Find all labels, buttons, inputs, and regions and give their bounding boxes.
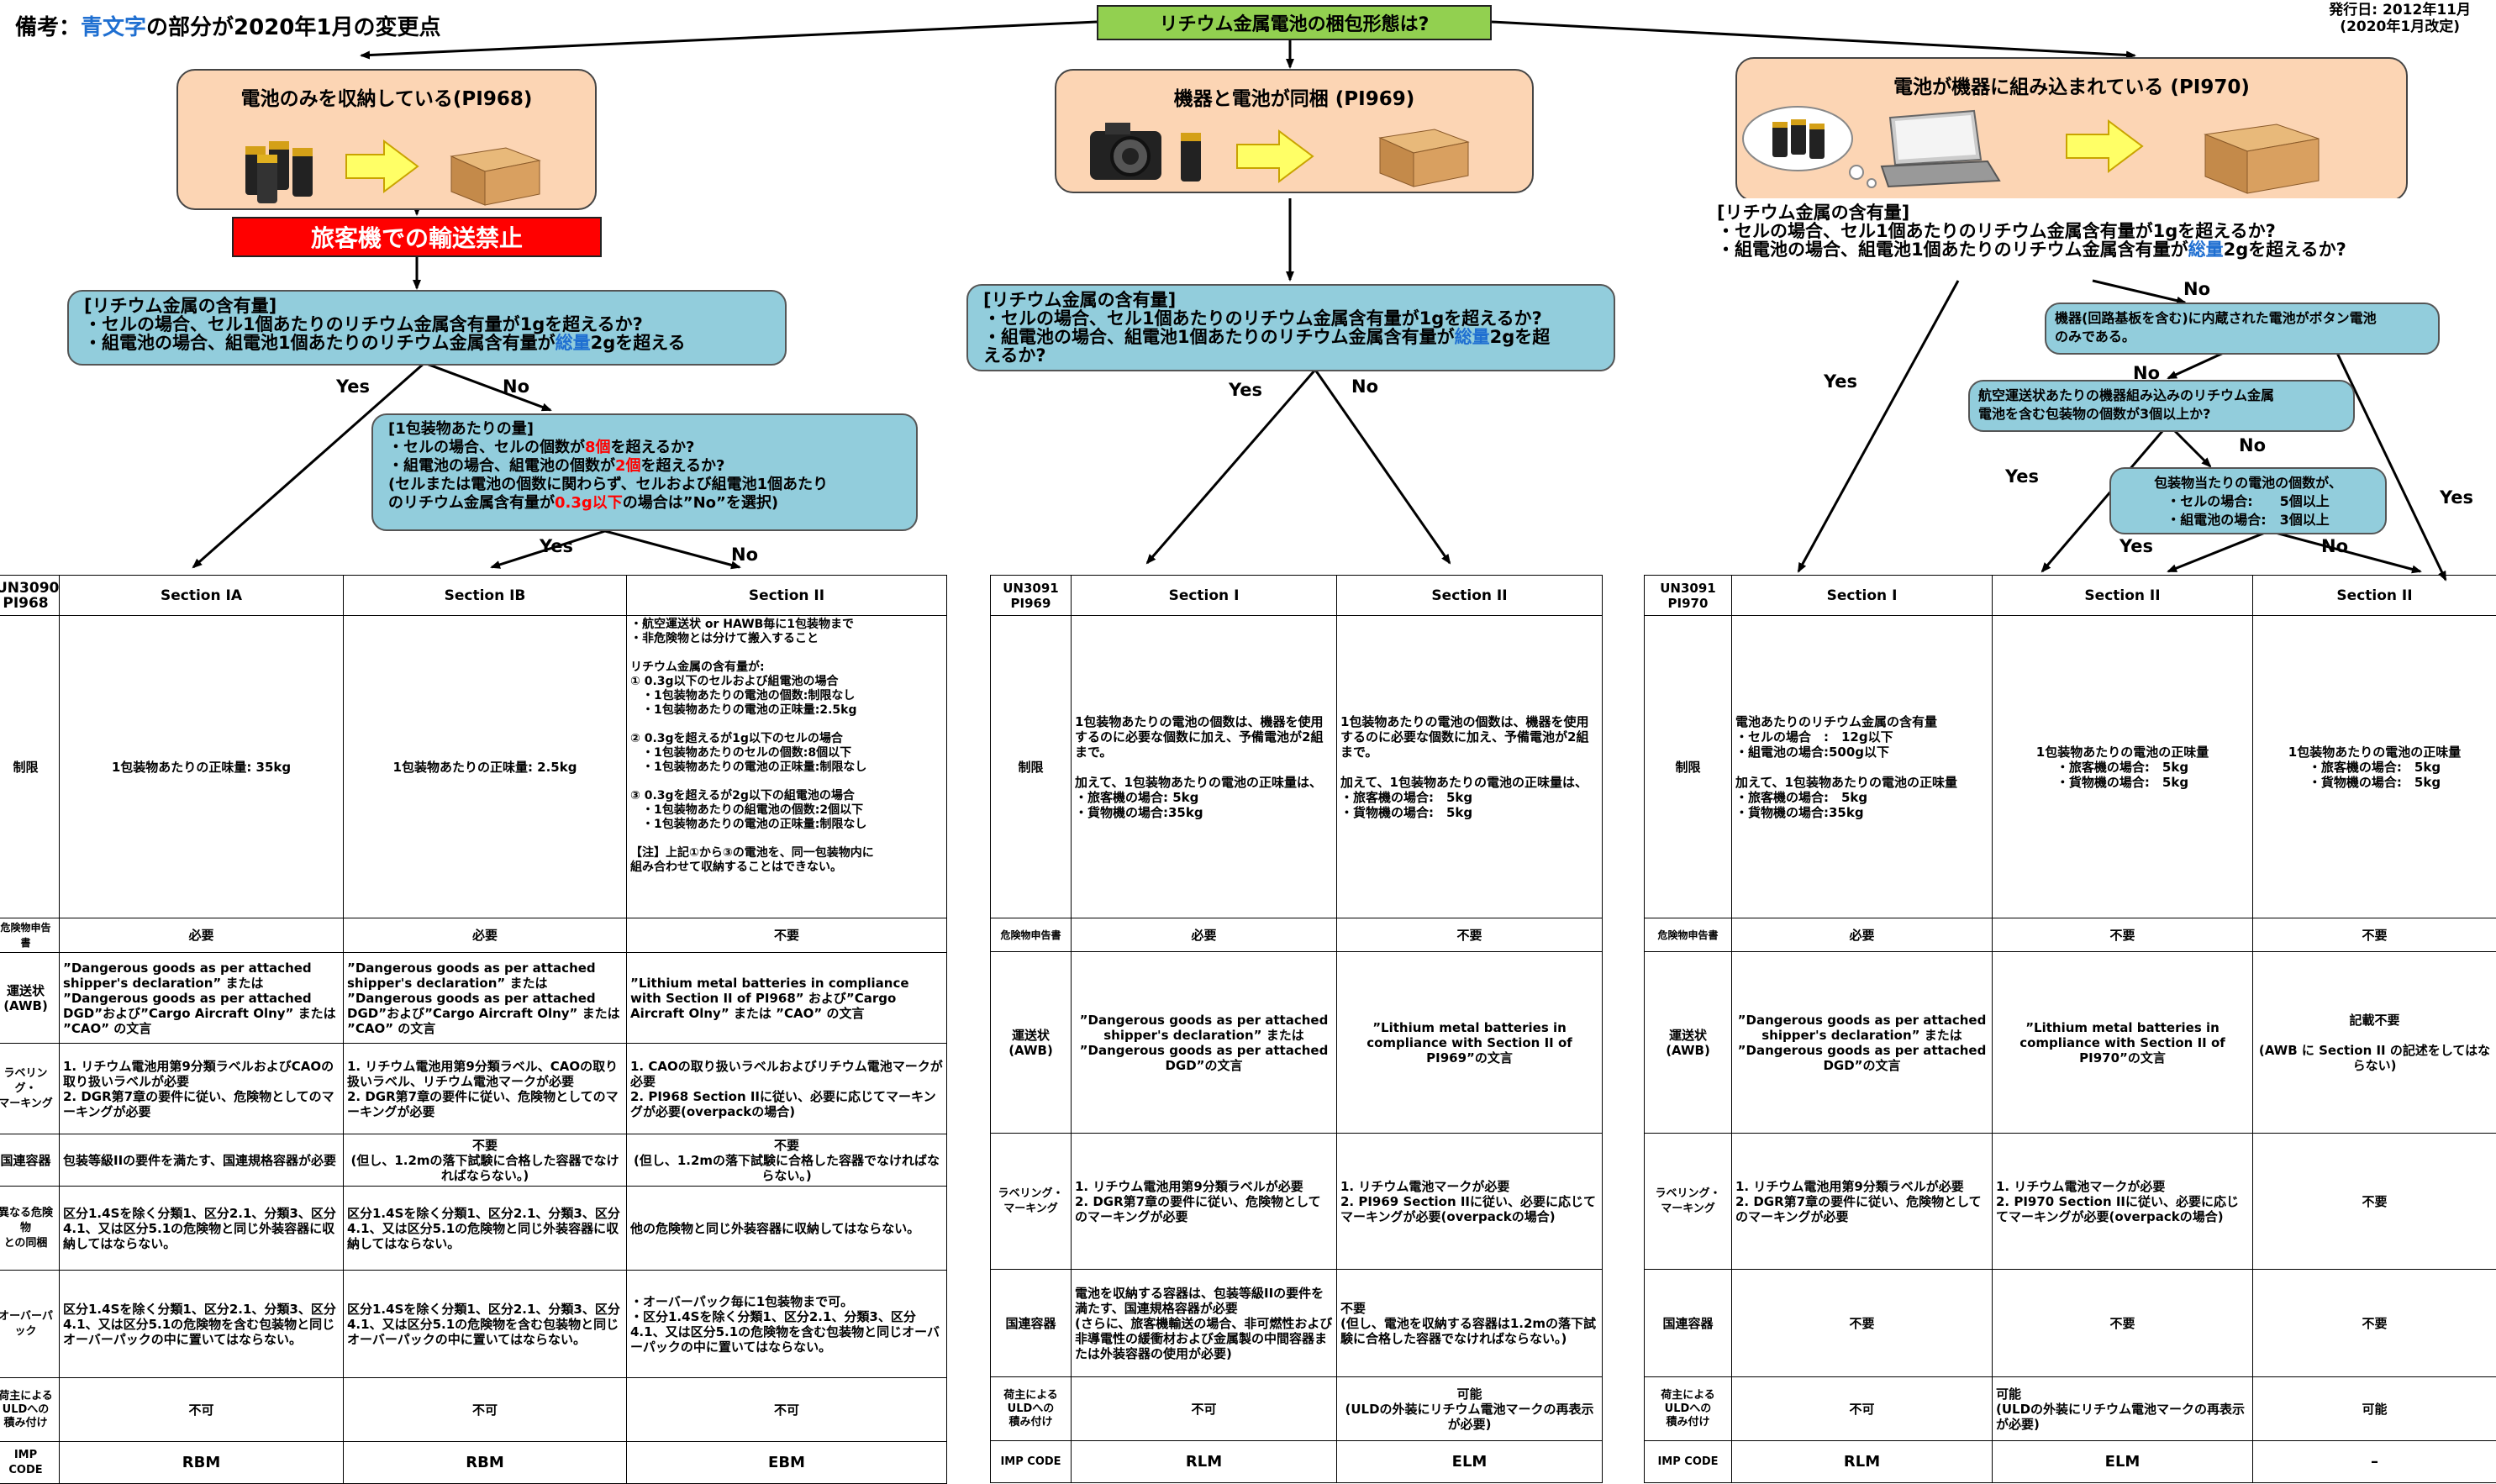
no-label: No — [2183, 279, 2210, 299]
table-header: Section II — [2253, 576, 2496, 616]
question-pi968-package-quantity: [1包装物あたりの量] ・セルの場合、セルの個数が8個を超えるか? ・組電池の場… — [371, 413, 918, 531]
table-row: 運送状 (AWB) ”Dangerous goods as per attach… — [991, 952, 1603, 1134]
table-row: 危険物申告書 必要 不要 不要 — [1645, 918, 2496, 952]
category-illustration — [1090, 113, 1510, 192]
yes-label: Yes — [336, 376, 370, 397]
yes-label: Yes — [1824, 371, 1857, 392]
yes-label: Yes — [2005, 466, 2039, 487]
yes-label: Yes — [2119, 536, 2153, 556]
table-row: 危険物申告書 必要 不要 — [991, 918, 1603, 952]
thought-bubble-batteries-icon — [1743, 107, 1876, 187]
no-label: No — [2239, 435, 2266, 455]
category-pi968: 電池のみを収納している(PI968) — [176, 69, 597, 210]
table-header: Section II — [1337, 576, 1603, 616]
category-illustration — [1739, 101, 2403, 200]
category-pi970: 電池が機器に組み込まれている (PI970) — [1735, 57, 2408, 202]
table-header: UN3090 PI968 — [0, 576, 60, 616]
table-row: 運送状 (AWB) ”Dangerous goods as per attach… — [1645, 952, 2496, 1134]
table-header: Section II — [627, 576, 947, 616]
cardboard-box-icon — [1380, 129, 1468, 187]
table-header: Section II — [1993, 576, 2253, 616]
cardboard-box-icon — [2205, 124, 2319, 193]
battery-cells-icon — [245, 141, 313, 203]
no-label: No — [503, 376, 529, 397]
table-row: ラベリング・ マーキング 1. リチウム電池用第9分類ラベルおよびCAOの取り扱… — [0, 1044, 947, 1134]
question-pi970-lithium-content: [リチウム金属の含有量] ・セルの場合、セル1個あたりのリチウム金属含有量が1g… — [1702, 198, 2450, 279]
table-row: IMP CODE RBM RBM EBM — [0, 1442, 947, 1484]
question-pi969-lithium-content: [リチウム金属の含有量] ・セルの場合、セル1個あたりのリチウム金属含有量が1g… — [966, 284, 1615, 371]
table-row: オーバーパック 区分1.4Sを除く分類1、区分2.1、分類3、区分4.1、又は区… — [0, 1271, 947, 1378]
table-row: 異なる危険物 との同梱 区分1.4Sを除く分類1、区分2.1、分類3、区分4.1… — [0, 1187, 947, 1271]
table-pi969: UN3091 PI969 Section I Section II 制限 1包装… — [990, 575, 1603, 1483]
table-row: 荷主による ULDへの 積み付け 不可 不可 不可 — [0, 1378, 947, 1442]
cardboard-box-icon — [451, 148, 540, 205]
question-pi970-cells-per-package: 包装物当たりの電池の個数が、 ・セルの場合: 5個以上 ・組電池の場合: 3個以… — [2109, 467, 2387, 534]
question-pi970-button-cell: 機器(回路基板を含む)に内蔵された電池がボタン電池 のみである。 — [2045, 303, 2440, 355]
table-row: 国連容器 包装等級IIの要件を満たす、国連規格容器が必要 不要 (但し、1.2m… — [0, 1134, 947, 1187]
category-pi969: 機器と電池が同梱 (PI969) — [1055, 69, 1534, 193]
category-title: 電池のみを収納している(PI968) — [178, 82, 595, 111]
yes-label: Yes — [2440, 487, 2473, 508]
table-header: Section I — [1072, 576, 1337, 616]
table-row: 国連容器 不要 不要 不要 — [1645, 1270, 2496, 1377]
table-row: ラベリング・ マーキング 1. リチウム電池用第9分類ラベルが必要 2. DGR… — [1645, 1134, 2496, 1270]
no-label: No — [1351, 376, 1378, 397]
yes-label: Yes — [1229, 380, 1262, 400]
table-header: UN3091 PI969 — [991, 576, 1072, 616]
passenger-ban-label: 旅客機での輸送禁止 — [232, 217, 602, 257]
top-question: リチウム金属電池の梱包形態は? — [1097, 5, 1492, 40]
category-title: 電池が機器に組み込まれている (PI970) — [1737, 71, 2406, 99]
question-pi970-package-count: 航空運送状あたりの機器組み込みのリチウム金属 電池を含む包装物の個数が3個以上か… — [1968, 380, 2355, 432]
table-row: 制限 1包装物あたりの正味量: 35kg 1包装物あたりの正味量: 2.5kg … — [0, 616, 947, 918]
yes-label: Yes — [540, 536, 573, 556]
question-pi968-lithium-content: [リチウム金属の含有量] ・セルの場合、セル1個あたりのリチウム金属含有量が1g… — [67, 290, 787, 366]
no-label: No — [731, 545, 758, 565]
camera-icon — [1090, 123, 1161, 180]
table-row: IMP CODE RLM ELM — [991, 1441, 1603, 1483]
table-row: 国連容器 電池を収納する容器は、包装等級IIの要件を満たす、国連規格容器が必要 … — [991, 1270, 1603, 1377]
laptop-icon — [1882, 111, 1999, 187]
arrow-right-icon — [2067, 121, 2142, 171]
table-header: UN3091 PI970 — [1645, 576, 1732, 616]
table-row: 制限 電池あたりのリチウム金属の含有量 ・セルの場合 : 12g以下 ・組電池の… — [1645, 616, 2496, 918]
category-title: 機器と電池が同梱 (PI969) — [1056, 82, 1532, 111]
battery-icon — [1181, 133, 1201, 182]
table-row: ラベリング・ マーキング 1. リチウム電池用第9分類ラベルが必要 2. DGR… — [991, 1134, 1603, 1270]
arrow-right-icon — [346, 141, 418, 192]
table-pi970: UN3091 PI970 Section I Section II Sectio… — [1644, 575, 2496, 1483]
table-pi968: UN3090 PI968 Section IA Section IB Secti… — [0, 575, 947, 1484]
no-label: No — [2321, 536, 2348, 556]
table-row: 荷主による ULDへの 積み付け 不可 可能 (ULDの外装にリチウム電池マーク… — [1645, 1377, 2496, 1441]
table-row: 運送状 (AWB) ”Dangerous goods as per attach… — [0, 953, 947, 1044]
table-row: 危険物申告書 必要 必要 不要 — [0, 918, 947, 953]
table-row: IMP CODE RLM ELM – — [1645, 1441, 2496, 1483]
table-header: Section IB — [344, 576, 627, 616]
arrow-right-icon — [1237, 131, 1313, 182]
table-header: Section IA — [60, 576, 344, 616]
table-row: 制限 1包装物あたりの電池の個数は、機器を使用するのに必要な個数に加え、予備電池… — [991, 616, 1603, 918]
table-header: Section I — [1732, 576, 1993, 616]
category-illustration — [229, 114, 548, 207]
table-row: 荷主による ULDへの 積み付け 不可 可能 (ULDの外装にリチウム電池マーク… — [991, 1377, 1603, 1441]
